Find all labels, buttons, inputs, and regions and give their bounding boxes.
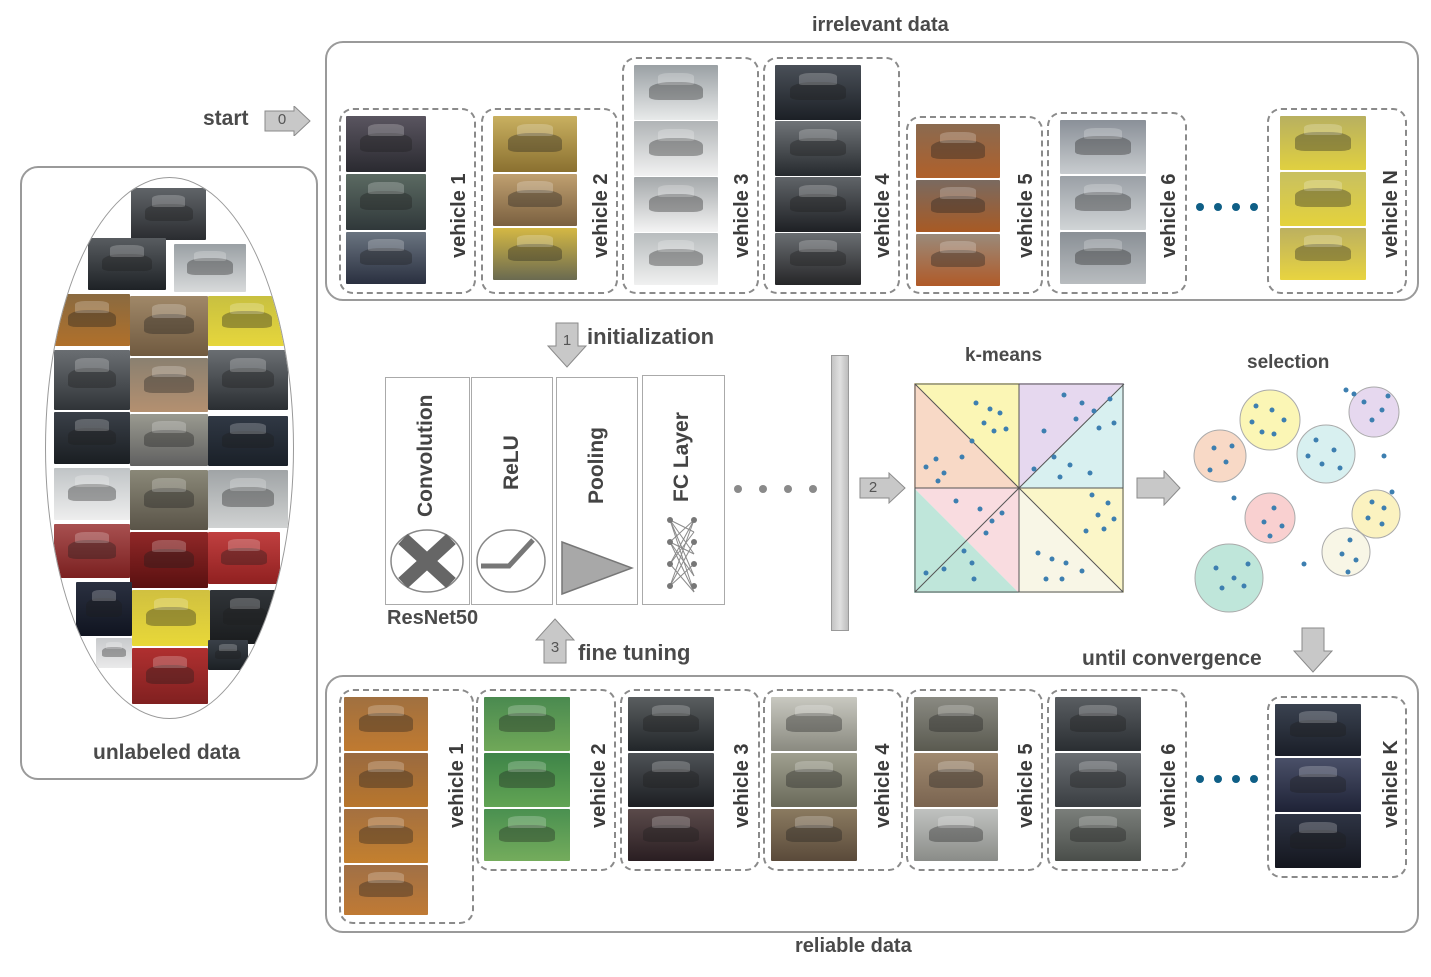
arrow-right-icon-2 — [859, 471, 907, 509]
layer-fc-label: FC Layer — [670, 412, 693, 502]
reliable-group-1 — [339, 689, 474, 924]
reliable-group-6 — [1047, 689, 1187, 871]
feature-vector-bar — [831, 355, 849, 631]
layer-fc — [642, 375, 725, 605]
reliable-group-4-label: vehicle 4 — [872, 743, 894, 828]
irrelevant-group-1-label: vehicle 1 — [448, 173, 470, 258]
kmeans-grid — [914, 383, 1128, 602]
arrow-down-icon — [546, 322, 588, 373]
reliable-group-5 — [906, 689, 1043, 871]
unlabeled-data-label: unlabeled data — [93, 741, 241, 764]
network-label: ResNet50 — [387, 607, 479, 629]
reliable-group-1-label: vehicle 1 — [446, 743, 468, 828]
reliable-group-4 — [763, 689, 903, 871]
reliable-group-6-label: vehicle 6 — [1158, 743, 1180, 828]
until-convergence-label: until convergence — [1082, 647, 1262, 670]
reliable-group-5-label: vehicle 5 — [1015, 743, 1037, 828]
step-1-number: 1 — [562, 332, 572, 349]
ellipsis-bottom — [1194, 772, 1264, 791]
initialization-label: initialization — [587, 324, 715, 349]
irrelevant-group-1 — [339, 108, 476, 294]
irrelevant-group-2-label: vehicle 2 — [590, 173, 612, 258]
reliable-group-3-label: vehicle 3 — [731, 743, 753, 828]
kmeans-label: k-means — [965, 345, 1043, 366]
arrow-down-icon-2 — [1292, 627, 1334, 678]
step-0-number: 0 — [277, 111, 287, 128]
layer-relu-label: ReLU — [500, 435, 523, 490]
pooling-icon — [560, 540, 635, 601]
selection-label: selection — [1247, 352, 1330, 373]
irrelevant-data-label: irrelevant data — [812, 14, 949, 36]
reliable-group-k — [1267, 696, 1407, 878]
irrelevant-group-4-label: vehicle 4 — [872, 173, 894, 258]
irrelevant-group-4 — [763, 57, 900, 294]
irrelevant-group-6-label: vehicle 6 — [1158, 173, 1180, 258]
reliable-group-2-label: vehicle 2 — [588, 743, 610, 828]
irrelevant-group-n — [1267, 108, 1407, 294]
irrelevant-group-6 — [1047, 112, 1187, 294]
arrow-right-icon-3 — [1136, 469, 1182, 511]
layer-convolution-label: Convolution — [414, 394, 437, 517]
ellipsis-network — [732, 482, 824, 501]
step-3-number: 3 — [550, 639, 560, 656]
fc-network-icon — [662, 512, 702, 603]
irrelevant-group-5 — [906, 116, 1043, 294]
reliable-group-3 — [620, 689, 760, 871]
reliable-group-k-label: vehicle K — [1380, 740, 1402, 828]
arrow-right-icon — [264, 104, 312, 141]
reliable-data-label: reliable data — [795, 935, 912, 957]
irrelevant-group-n-label: vehicle N — [1380, 170, 1402, 258]
irrelevant-group-3-label: vehicle 3 — [731, 173, 753, 258]
layer-pooling-label: Pooling — [585, 427, 608, 504]
relu-icon — [475, 528, 547, 599]
ellipsis-top — [1194, 200, 1264, 219]
selection-clusters — [1186, 380, 1406, 621]
step-2-number: 2 — [868, 479, 878, 496]
reliable-group-2 — [476, 689, 616, 871]
irrelevant-group-5-label: vehicle 5 — [1015, 173, 1037, 258]
arrow-up-icon — [534, 618, 576, 669]
start-label: start — [203, 107, 249, 130]
fine-tuning-label: fine tuning — [578, 640, 691, 665]
cross-icon — [389, 528, 465, 599]
irrelevant-group-3 — [622, 57, 759, 294]
irrelevant-group-2 — [481, 108, 618, 294]
unlabeled-data-ellipse — [45, 177, 294, 719]
